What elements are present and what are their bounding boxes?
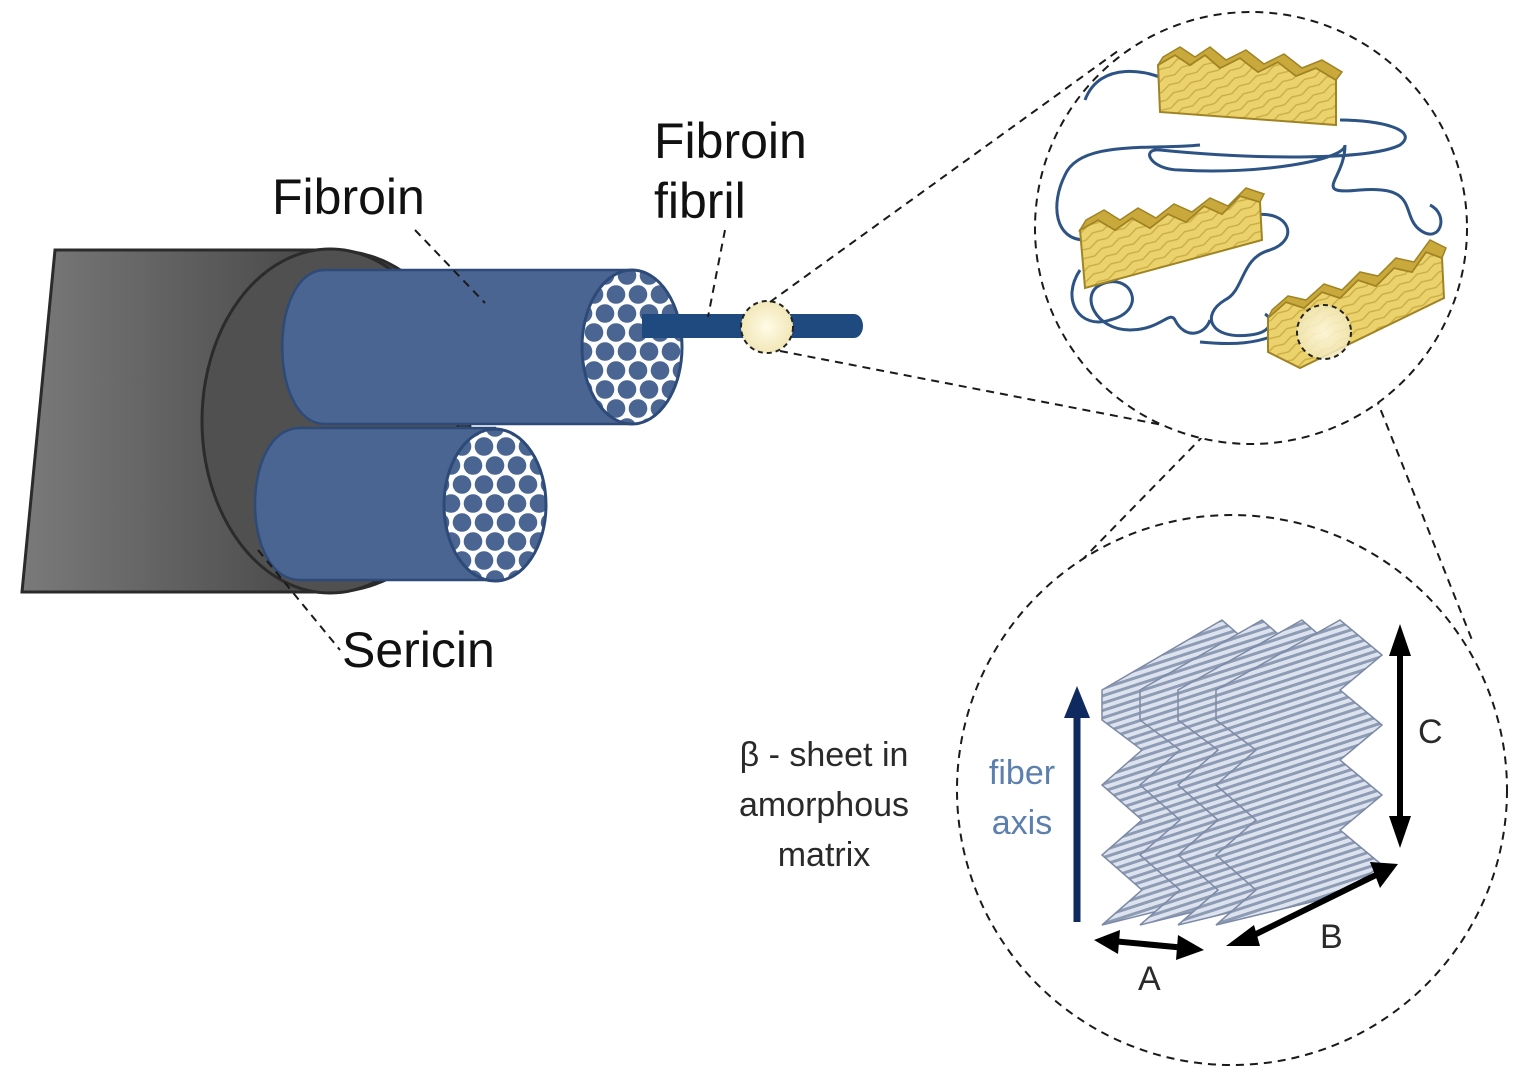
zoom-line-bottom: [779, 350, 1231, 439]
fibroin-leader: [414, 229, 486, 304]
crystal-zoom-spot: [1296, 304, 1352, 360]
axis-c-arrow: [1389, 624, 1411, 848]
fibroin-fibril-label-line1: Fibroin: [654, 113, 807, 169]
sericin-label: Sericin: [342, 622, 495, 678]
fibroin-label: Fibroin: [272, 169, 425, 225]
fibroin-fibril-label-line2: fibril: [654, 173, 746, 229]
sericin-leader: [257, 549, 341, 651]
amorphous-chains: [1055, 69, 1443, 346]
fibril-leader: [707, 229, 726, 318]
fibroin-fibril: [642, 300, 863, 354]
beta-sheet-label-line2: amorphous: [738, 786, 910, 824]
zoom-line-top: [769, 47, 1123, 303]
amorphous-zoom-circle: [1034, 11, 1468, 445]
axis-a-label: A: [1138, 960, 1161, 998]
axis-c-label: C: [1418, 713, 1443, 751]
fibroin-cylinder-upper: [281, 268, 684, 426]
axis-a-arrow: [1094, 930, 1204, 960]
axis-b-arrow: [1226, 862, 1398, 946]
fiber-axis-arrow: [1064, 686, 1090, 922]
fibril-zoom-spot: [740, 300, 794, 354]
axis-b-label: B: [1320, 918, 1343, 956]
fiber-axis-label-line1: fiber: [988, 754, 1056, 792]
beta-sheet-label-line1: β - sheet in: [739, 736, 909, 774]
zoom-line-right: [1354, 344, 1473, 641]
beta-sheet-zoom-circle: [956, 514, 1508, 1066]
fiber-axis-label-line2: axis: [991, 804, 1053, 842]
fibroin-cylinder-lower: [253, 426, 548, 583]
beta-sheet-label-line3: matrix: [777, 836, 871, 874]
beta-crystallite-2: [1077, 187, 1266, 290]
beta-sheet-stack: [1100, 619, 1384, 926]
beta-crystallite-1: [1156, 46, 1344, 127]
